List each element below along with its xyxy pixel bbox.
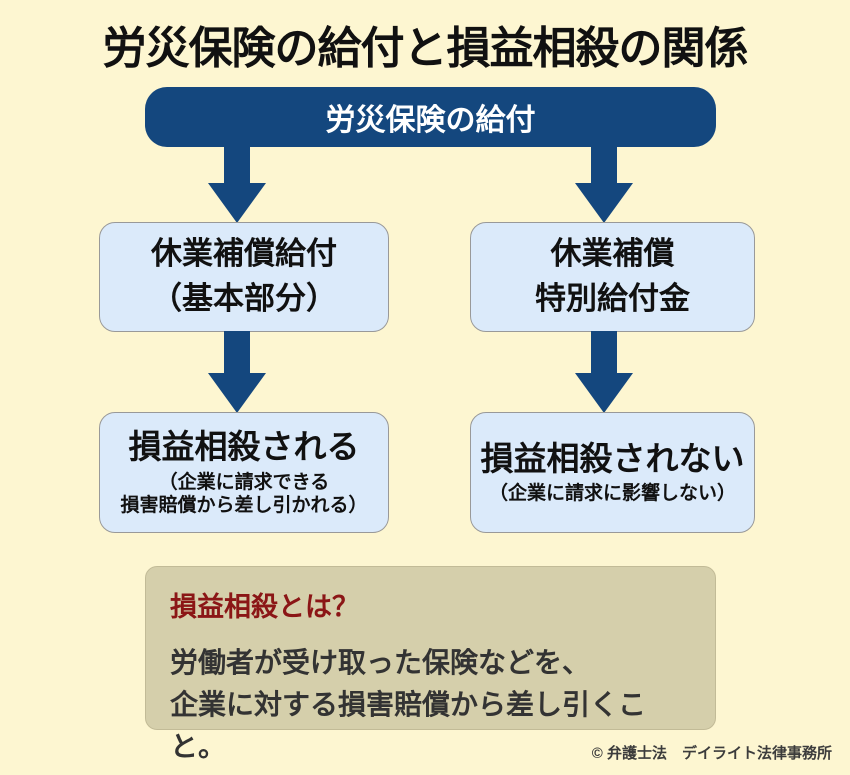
result-offset-main: 損益相殺される bbox=[128, 427, 360, 465]
arrow-shaft bbox=[591, 146, 617, 183]
arrow-head bbox=[208, 183, 266, 223]
result-offset-note-line1: （企業に請求できる bbox=[158, 471, 330, 493]
page-title: 労災保険の給付と損益相殺の関係 bbox=[102, 24, 749, 73]
arrow-head bbox=[575, 183, 633, 223]
copyright-credit: © 弁護士法 デイライト法律事務所 bbox=[591, 745, 832, 762]
result-box-offset: 損益相殺される （企業に請求できる 損害賠償から差し引かれる） bbox=[99, 412, 389, 533]
definition-box: 損益相殺とは？ 労働者が受け取った保険などを、 企業に対する損害賠償から差し引く… bbox=[145, 566, 716, 762]
definition-heading: 損益相殺とは？ bbox=[170, 592, 359, 622]
down-arrow-icon bbox=[575, 146, 633, 223]
arrow-head bbox=[575, 373, 633, 413]
definition-body-line1: 労働者が受け取った保険などを、 bbox=[170, 647, 591, 678]
result-offset-note: （企業に請求できる 損害賠償から差し引かれる） bbox=[120, 471, 367, 519]
result-offset-note-line2: 損害賠償から差し引かれる） bbox=[120, 495, 368, 517]
root-box-label: 労災保険の給付 bbox=[325, 104, 536, 137]
arrow-shaft bbox=[224, 146, 250, 183]
definition-body-line2: 企業に対する損害賠償から差し引くこと。 bbox=[170, 689, 647, 762]
benefit-basic-line2: （基本部分） bbox=[151, 281, 337, 316]
down-arrow-icon bbox=[575, 331, 633, 413]
down-arrow-icon bbox=[208, 146, 266, 223]
benefit-box-special: 休業補償 特別給付金 bbox=[470, 222, 755, 332]
arrow-shaft bbox=[224, 331, 250, 373]
arrow-head bbox=[208, 373, 266, 413]
benefit-box-basic: 休業補償給付 （基本部分） bbox=[99, 222, 389, 332]
benefit-special-line1: 休業補償 bbox=[550, 236, 675, 272]
benefit-special-line2: 特別給付金 bbox=[535, 281, 690, 316]
root-box-rousai-benefit: 労災保険の給付 bbox=[145, 87, 716, 147]
definition-body: 労働者が受け取った保険などを、 企業に対する損害賠償から差し引くこと。 bbox=[170, 642, 693, 768]
result-no-offset-main: 損益相殺されない bbox=[480, 439, 745, 477]
result-no-offset-note: （企業に請求に影響しない） bbox=[488, 483, 736, 505]
down-arrow-icon bbox=[208, 331, 266, 413]
benefit-basic-line1: 休業補償給付 bbox=[151, 236, 337, 272]
result-box-no-offset: 損益相殺されない （企業に請求に影響しない） bbox=[470, 412, 755, 533]
arrow-shaft bbox=[591, 331, 617, 373]
